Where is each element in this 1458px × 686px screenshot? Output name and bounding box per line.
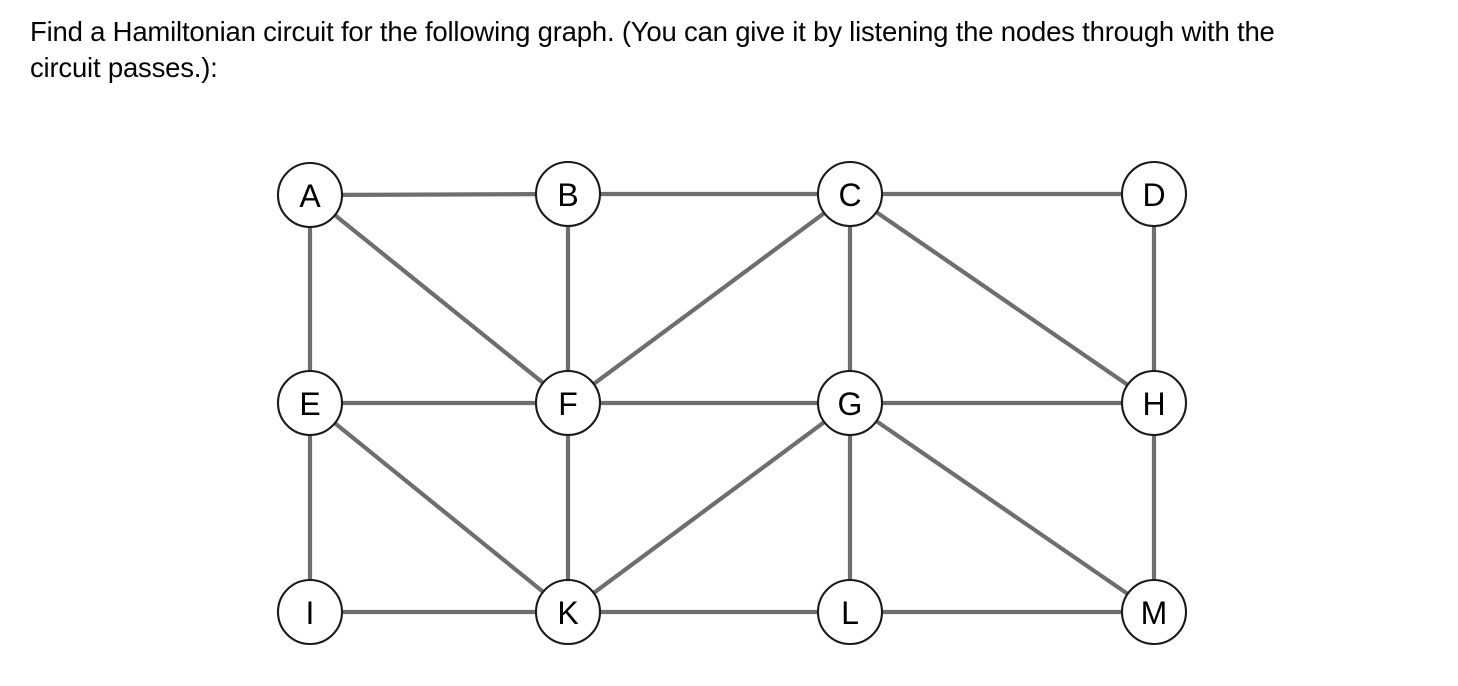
node-label-a: A xyxy=(299,178,321,214)
node-label-m: M xyxy=(1141,595,1168,631)
node-circle-b xyxy=(534,160,602,228)
graph-nodes-layer: A B C D E F G H I K L M xyxy=(276,160,1188,646)
node-circle-a xyxy=(276,161,344,229)
question-prompt: Find a Hamiltonian circuit for the follo… xyxy=(30,16,1283,84)
node-circle-f xyxy=(534,369,602,437)
node-label-h: H xyxy=(1142,386,1165,422)
graph-node-c: C xyxy=(816,160,884,228)
graph-edge-a-b xyxy=(340,192,538,197)
graph-edge-g-k xyxy=(591,419,827,596)
node-circle-g xyxy=(816,369,884,437)
graph-node-f: F xyxy=(534,369,602,437)
graph-node-l: L xyxy=(816,578,884,646)
graph-edge-c-f xyxy=(591,210,827,387)
graph-node-m: M xyxy=(1120,578,1188,646)
graph-node-d: D xyxy=(1120,160,1188,228)
node-label-d: D xyxy=(1142,177,1165,213)
graph-node-b: B xyxy=(534,160,602,228)
graph-node-g: G xyxy=(816,369,884,437)
node-circle-i xyxy=(276,578,344,646)
graph-node-k: K xyxy=(534,578,602,646)
graph-node-e: E xyxy=(276,369,344,437)
node-circle-k xyxy=(534,578,602,646)
node-circle-m xyxy=(1120,578,1188,646)
node-circle-l xyxy=(816,578,884,646)
node-label-c: C xyxy=(838,177,861,213)
graph-edge-c-h xyxy=(874,209,1130,388)
graph-node-i: I xyxy=(276,578,344,646)
node-label-f: F xyxy=(558,386,578,422)
node-label-l: L xyxy=(841,595,859,631)
graph-node-a: A xyxy=(276,161,344,229)
graph-edge-e-k xyxy=(332,420,546,595)
node-circle-d xyxy=(1120,160,1188,228)
graph-node-h: H xyxy=(1120,369,1188,437)
node-label-g: G xyxy=(838,386,863,422)
node-label-i: I xyxy=(306,595,315,631)
graph-edges-layer xyxy=(307,191,1157,615)
node-circle-c xyxy=(816,160,884,228)
node-label-e: E xyxy=(299,386,320,422)
node-label-b: B xyxy=(557,177,578,213)
node-label-k: K xyxy=(557,595,578,631)
graph-edge-a-f xyxy=(332,212,546,386)
node-circle-e xyxy=(276,369,344,437)
node-circle-h xyxy=(1120,369,1188,437)
graph-edge-g-m xyxy=(874,418,1130,597)
